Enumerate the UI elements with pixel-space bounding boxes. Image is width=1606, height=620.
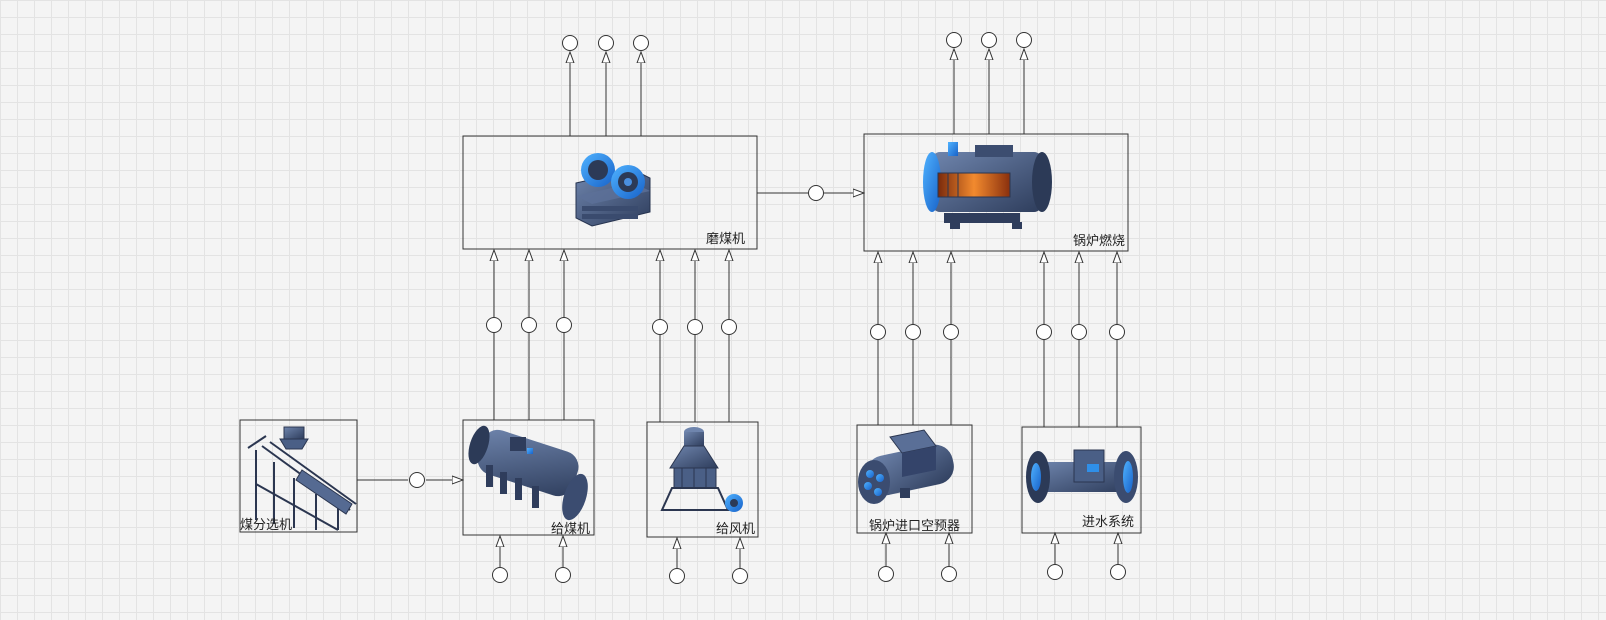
port-circle[interactable] [1016,32,1032,48]
port-circle[interactable] [598,35,614,51]
node-label: 进水系统 [1082,515,1134,530]
port-circle[interactable] [409,472,425,488]
node-box [863,133,1129,252]
port-circle[interactable] [943,324,959,340]
node-label: 磨煤机 [706,232,745,247]
node-coal-mill[interactable]: 磨煤机 [462,135,758,250]
port-circle[interactable] [1047,564,1063,580]
port-circle[interactable] [981,32,997,48]
connector-fan-to-mill[interactable] [660,250,729,422]
port-circle[interactable] [486,317,502,333]
connector-mill-outputs[interactable] [570,52,641,136]
node-label: 煤分选机 [240,518,292,533]
port-circle[interactable] [946,32,962,48]
port-circle[interactable] [492,567,508,583]
node-coal-feeder[interactable]: 给煤机 [462,419,595,537]
jaw-crusher-icon [575,153,651,227]
node-fan-feeder[interactable]: 给风机 [646,421,759,538]
port-circle[interactable] [1109,324,1125,340]
node-label: 给风机 [716,522,755,537]
node-coal-screener[interactable]: 煤分选机 [239,419,358,533]
node-box [462,419,595,536]
boiler-drum-icon [923,142,1052,229]
connector-bottom-inputs[interactable] [500,533,1118,568]
port-circle[interactable] [870,324,886,340]
port-circles [409,32,1126,584]
node-label: 锅炉进口空预器 [869,518,960,534]
port-circle[interactable] [521,317,537,333]
port-circle[interactable] [687,319,703,335]
node-label: 给煤机 [551,522,590,537]
port-circle[interactable] [905,324,921,340]
node-box [856,424,973,534]
port-circle[interactable] [732,568,748,584]
port-circle[interactable] [1110,564,1126,580]
port-circle[interactable] [652,319,668,335]
port-circle[interactable] [562,35,578,51]
port-circle[interactable] [721,319,737,335]
node-air-preheater[interactable]: 锅炉进口空预器 [856,424,973,534]
port-circle[interactable] [633,35,649,51]
node-boiler[interactable]: 锅炉燃烧 [863,133,1129,252]
connector-water-to-boiler[interactable] [1044,252,1117,427]
connectors [357,49,1118,568]
screener-conveyor-icon [247,426,357,531]
air-preheater-icon [858,429,954,504]
node-box [239,419,358,533]
connector-boiler-outputs[interactable] [954,49,1024,134]
port-circle[interactable] [941,566,957,582]
connector-preheater-to-boiler[interactable] [878,252,951,425]
node-box [646,421,759,538]
feeder-cylinder-icon [468,425,588,521]
flow-meter-pipe-icon [1026,449,1138,503]
port-circle[interactable] [1071,324,1087,340]
port-circle[interactable] [555,567,571,583]
node-box [462,135,758,250]
connector-feeder-to-mill[interactable] [494,250,564,420]
node-box [1021,426,1142,534]
port-circle[interactable] [808,185,824,201]
port-circle[interactable] [556,317,572,333]
port-circle[interactable] [669,568,685,584]
node-label: 锅炉燃烧 [1073,233,1125,249]
node-water-inlet[interactable]: 进水系统 [1021,426,1142,534]
cone-crusher-icon [660,427,743,512]
port-circle[interactable] [878,566,894,582]
port-circle[interactable] [1036,324,1052,340]
